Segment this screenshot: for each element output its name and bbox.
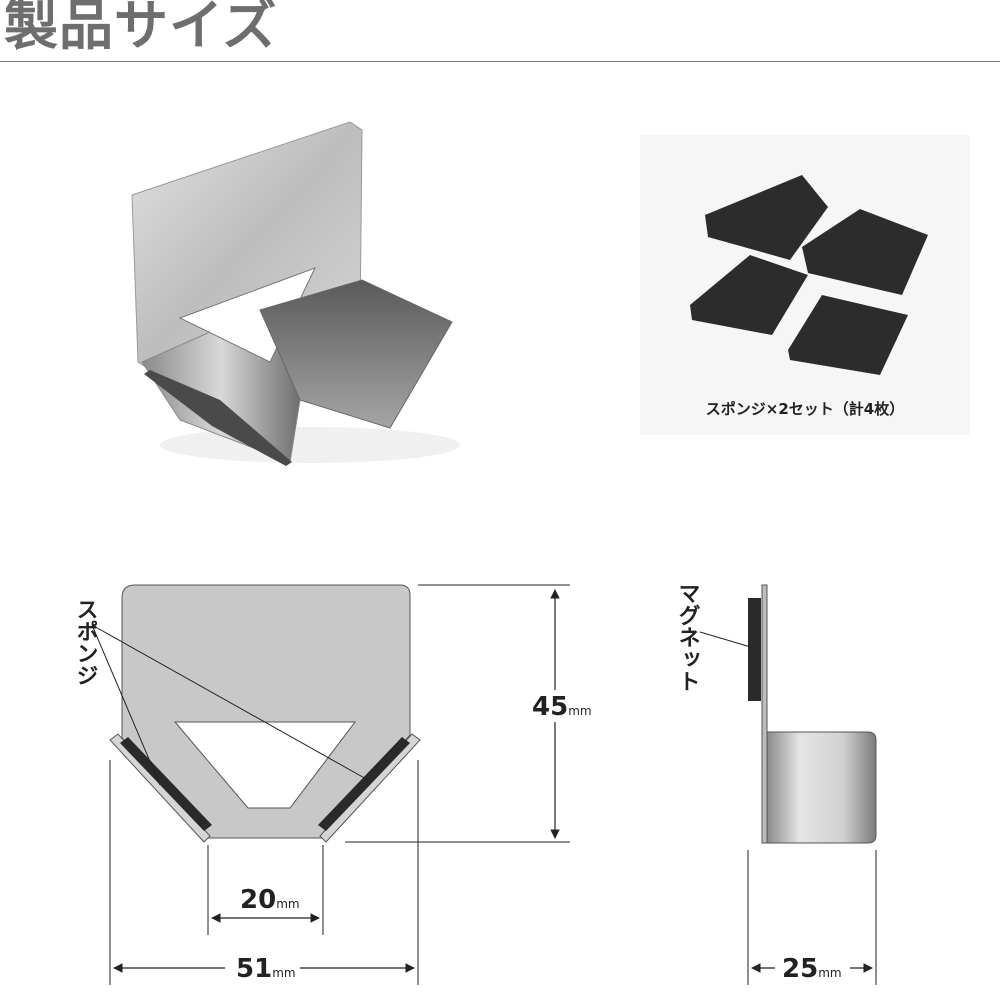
height-value: 45mm [532, 692, 592, 722]
right-sponge [318, 737, 410, 831]
sponge-pad [705, 175, 828, 260]
inner-width-value: 20mm [240, 885, 300, 915]
front-view-cutout [173, 721, 357, 809]
sponge-caption: スポンジ×2セット（計4枚） [705, 400, 905, 418]
right-wing [259, 279, 453, 429]
side-view-back-plate [761, 584, 768, 844]
dimension-unit: mm [272, 966, 295, 980]
magnet-leader [699, 631, 755, 649]
dimension-number: 51 [236, 954, 272, 984]
sponge-label: スポンジ [73, 598, 98, 686]
dimension-number: 25 [782, 954, 818, 984]
sponge-pad [788, 295, 908, 375]
page-title: 製品サイズ [4, 0, 278, 57]
sponge-pad [690, 255, 808, 335]
dimension-unit: mm [568, 704, 591, 718]
magnet-label: マグネット [675, 582, 701, 692]
title-divider [0, 61, 1000, 62]
dimension-number: 20 [240, 885, 276, 915]
outer-width-value: 51mm [236, 954, 296, 984]
left-sponge [120, 737, 212, 831]
dimension-unit: mm [276, 897, 299, 911]
side-view-bottom [766, 731, 877, 844]
sponge-leader [91, 624, 161, 786]
depth-value: 25mm [782, 954, 842, 984]
left-flange [109, 733, 211, 843]
dimension-diagram: スポンジ 45mm 20mm 51mm マグネット 25mm [73, 582, 877, 985]
dimension-number: 45 [532, 692, 568, 722]
sponge-leader [91, 624, 369, 781]
sponge-pad [802, 209, 928, 295]
photo-shadow [160, 427, 460, 463]
dimension-unit: mm [818, 966, 841, 980]
side-view-magnet [748, 598, 761, 701]
sponge-photo [640, 135, 970, 435]
bottom-edge [144, 370, 292, 466]
product-photo [131, 121, 460, 466]
